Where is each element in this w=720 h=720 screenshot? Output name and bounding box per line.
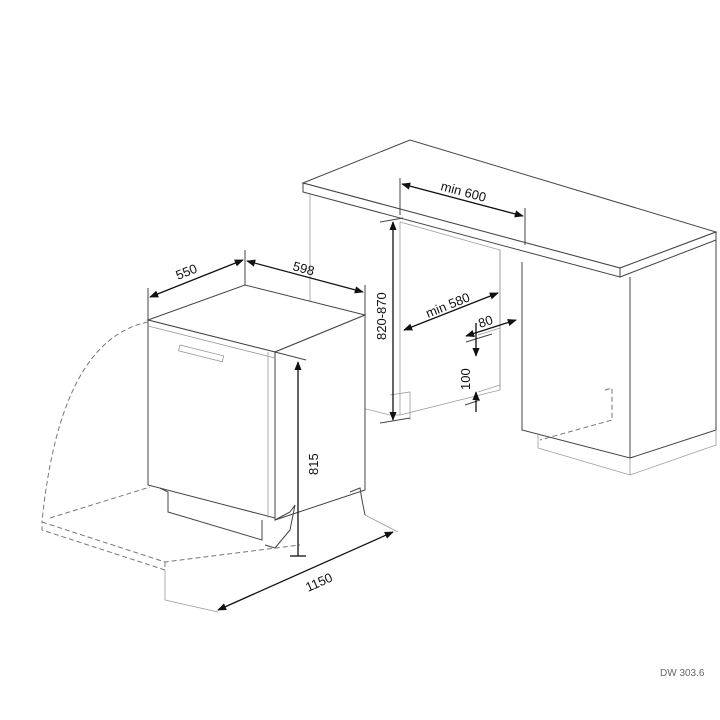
dimension-arrows bbox=[149, 182, 524, 611]
height-label: 815 bbox=[306, 453, 321, 475]
service-width-arrow bbox=[465, 319, 517, 337]
service-width-label: 80 bbox=[476, 312, 494, 331]
door-open-label: 1150 bbox=[303, 570, 335, 595]
width-label: 598 bbox=[291, 258, 316, 278]
door-open-arrow bbox=[217, 531, 394, 611]
depth-arrow bbox=[149, 259, 244, 298]
model-code: DW 303.6 bbox=[660, 668, 705, 679]
niche-depth-arrow bbox=[403, 292, 499, 331]
width-arrow bbox=[246, 259, 364, 294]
niche-width-arrow bbox=[401, 182, 524, 218]
dishwasher bbox=[146, 284, 367, 549]
niche-height-label: 820-870 bbox=[374, 292, 389, 340]
niche-depth-label: min 580 bbox=[424, 290, 473, 321]
service-height-label: 100 bbox=[458, 368, 473, 390]
